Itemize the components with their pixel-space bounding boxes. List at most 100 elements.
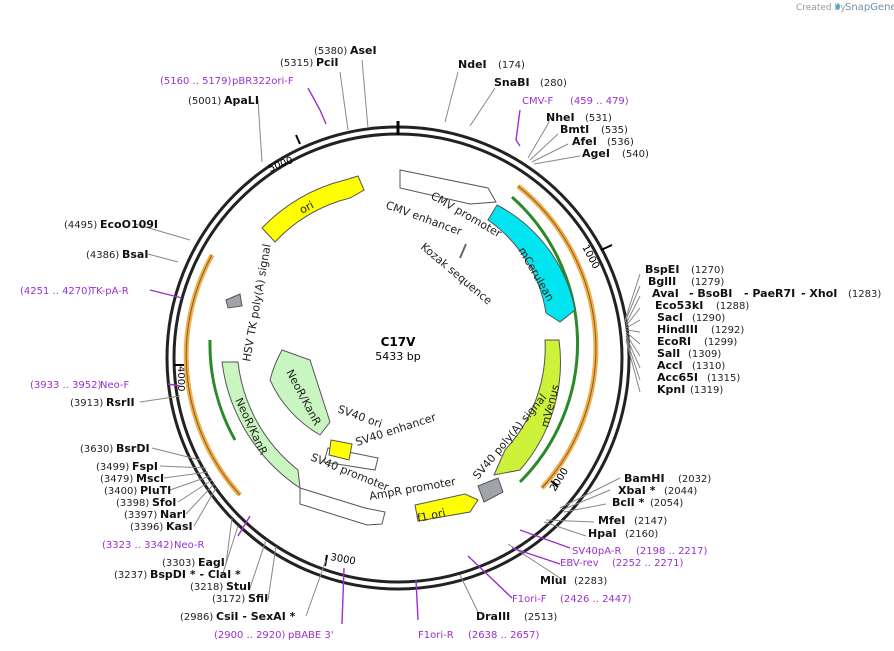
label-ori: ori [297, 198, 316, 216]
cmv-promoter-arrow [399, 169, 497, 205]
enzyme-acci: AccI [657, 359, 683, 372]
svg-text:(174): (174) [498, 60, 525, 71]
primer-cmv-f: CMV-F [522, 96, 553, 107]
svg-text:(2638 .. 2657): (2638 .. 2657) [468, 630, 540, 641]
svg-text:(3172): (3172) [212, 594, 245, 605]
enzyme-xhoi: - XhoI [801, 287, 837, 300]
enzyme-kasi: KasI [166, 520, 193, 533]
credit-prefix: Created by [796, 3, 846, 13]
svg-text:(1288): (1288) [716, 301, 749, 312]
svg-text:(1270): (1270) [691, 265, 724, 276]
primer-pbr322ori-f: pBR322ori-F [232, 76, 294, 87]
enzyme-mlui: MluI [540, 574, 567, 587]
svg-text:(3630): (3630) [80, 444, 113, 455]
svg-text:(2044): (2044) [664, 486, 697, 497]
svg-text:(2054): (2054) [650, 498, 683, 509]
svg-text:(3237): (3237) [114, 570, 147, 581]
enzyme-snabi: SnaBI [494, 76, 530, 89]
enzyme-leaders [134, 59, 641, 617]
svg-text:(2160): (2160) [625, 529, 658, 540]
svg-text:(3400): (3400) [104, 486, 137, 497]
enzyme-bsai: BsaI [122, 248, 148, 261]
svg-text:(2198 .. 2217): (2198 .. 2217) [636, 546, 708, 557]
enzyme-pluti: PluTI [140, 484, 171, 497]
svg-text:4000: 4000 [175, 366, 186, 391]
svg-text:(531): (531) [585, 113, 612, 124]
svg-text:(3933 .. 3952): (3933 .. 3952) [30, 380, 102, 391]
label-hsv-tk-polya: HSV TK poly(A) signal [240, 243, 273, 363]
enzyme-bamhi: BamHI [624, 472, 665, 485]
orf-green-left [208, 339, 237, 441]
orf-arc-left-line [185, 254, 241, 496]
kozak-marker [459, 243, 467, 259]
svg-text:(5380): (5380) [314, 46, 347, 57]
svg-text:(3303): (3303) [162, 558, 195, 569]
tick-4000: 4000 [174, 364, 186, 391]
svg-text:(5160 .. 5179): (5160 .. 5179) [160, 76, 232, 87]
svg-text:(4251 .. 4270): (4251 .. 4270) [20, 286, 92, 297]
primer-neo-r: Neo-R [174, 540, 205, 551]
svg-text:(2252 .. 2271): (2252 .. 2271) [612, 558, 684, 569]
svg-text:(5001): (5001) [188, 96, 221, 107]
label-sv40-ori: SV40 ori [336, 403, 384, 431]
enzyme-bsrdi: BsrDI [116, 442, 150, 455]
enzyme-rsrii: RsrII [106, 396, 135, 409]
orf-arc-right-line [517, 185, 597, 489]
enzyme-apali: ApaLI [224, 94, 259, 107]
primer-marks [149, 87, 571, 625]
svg-text:(4386): (4386) [86, 250, 119, 261]
ampr-promoter-arrow [299, 487, 386, 526]
svg-text:(3397): (3397) [124, 510, 157, 521]
credit-brand: SnapGene [845, 2, 894, 13]
enzyme-sfoi: SfoI [152, 496, 176, 509]
svg-text:3000: 3000 [329, 552, 356, 567]
svg-text:(2147): (2147) [634, 516, 667, 527]
orf-green-right [511, 195, 579, 484]
svg-text:(1315): (1315) [707, 373, 740, 384]
enzyme-bmti: BmtI [560, 123, 589, 136]
enzyme-sfii: SfiI [248, 592, 268, 605]
enzyme-eagi: EagI [198, 556, 225, 569]
enzyme-bcli: BclI * [612, 496, 645, 509]
enzymes-right: NdeI(174) SnaBI(280) NheI(531) BmtI(535)… [458, 58, 881, 623]
svg-text:(1309): (1309) [688, 349, 721, 360]
enzyme-ndei: NdeI [458, 58, 487, 71]
primer-f1ori-r: F1ori-R [418, 630, 454, 641]
primer-neo-f: Neo-F [100, 380, 130, 391]
sv40-polya-box [477, 477, 504, 503]
primer-tk-pa-r: TK-pA-R [89, 286, 129, 297]
ori-arrow [261, 175, 365, 243]
enzyme-ecori: EcoRI [657, 335, 691, 348]
enzyme-sali: SalI [657, 347, 680, 360]
neor-outer-arrow [221, 361, 301, 490]
svg-text:(4495): (4495) [64, 220, 97, 231]
svg-text:(5315): (5315) [280, 58, 313, 69]
enzyme-xbai: XbaI * [618, 484, 656, 497]
enzyme-nhei: NheI [546, 111, 575, 124]
enzyme-eco0109i: EcoO109I [100, 218, 158, 231]
enzyme-csii-sexai: CsiI - SexAI * [216, 610, 296, 623]
svg-text:(3913): (3913) [70, 398, 103, 409]
svg-text:(1279): (1279) [691, 277, 724, 288]
mvenus-arrow [493, 339, 561, 476]
enzyme-msci: MscI [136, 472, 164, 485]
plasmid-name: C17V [381, 335, 417, 349]
primer-pbabe3: pBABE 3' [288, 630, 334, 641]
enzyme-stui: StuI [226, 580, 251, 593]
enzyme-bspdi-clai: BspDI * - ClaI * [150, 568, 241, 581]
svg-text:(2900 .. 2920): (2900 .. 2920) [214, 630, 286, 641]
snapgene-logo-icon [836, 3, 840, 10]
enzyme-bsobi: - BsoBI [689, 287, 732, 300]
neor-inner-arrow [269, 349, 331, 436]
svg-text:(3218): (3218) [190, 582, 223, 593]
hsv-tk-polya-box [225, 293, 243, 309]
svg-text:(536): (536) [607, 137, 634, 148]
enzyme-fspi: FspI [132, 460, 158, 473]
tick-3000: 3000 [324, 552, 356, 567]
enzyme-acc65i: Acc65I [657, 371, 698, 384]
f1-ori-arrow [414, 493, 479, 522]
enzyme-afei: AfeI [572, 135, 597, 148]
svg-text:(2426 .. 2447): (2426 .. 2447) [560, 594, 632, 605]
enzyme-bspei: BspEI [645, 263, 679, 276]
